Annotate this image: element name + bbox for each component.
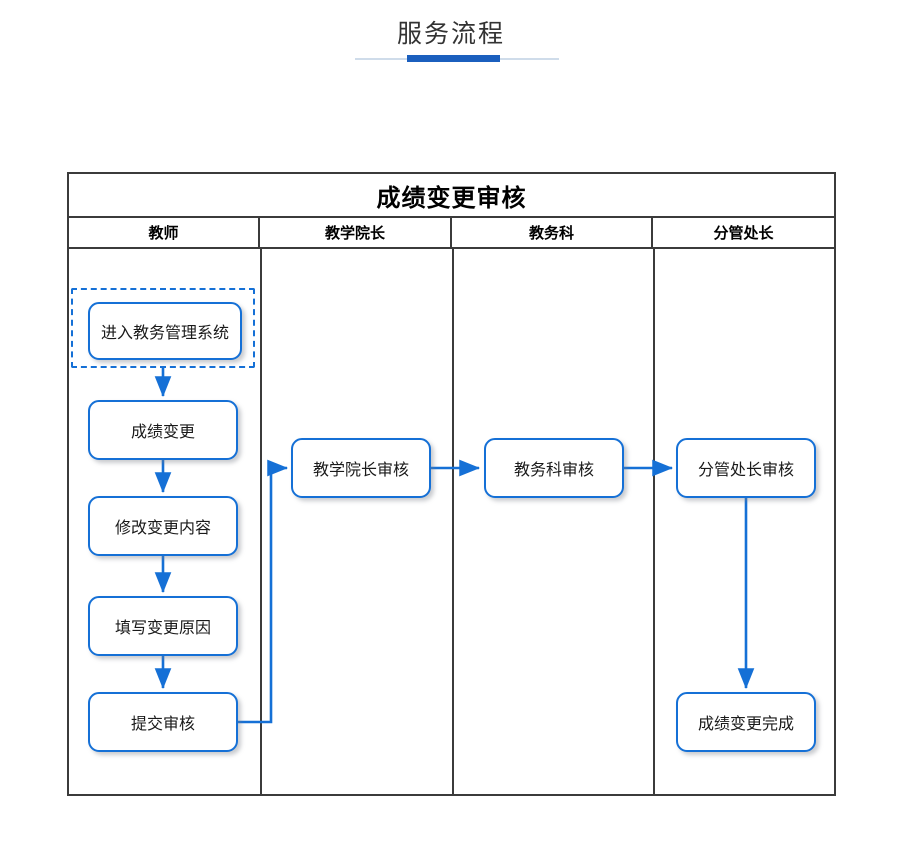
node-enter-system[interactable]: 进入教务管理系统 [88, 302, 242, 360]
title-rule-accent [407, 55, 500, 62]
node-change-complete-label: 成绩变更完成 [697, 716, 794, 733]
node-grade-change[interactable]: 成绩变更 [88, 400, 238, 460]
node-dean-review-label: 教学院长审核 [312, 462, 409, 479]
node-submit-review-label: 提交审核 [130, 716, 195, 733]
lane-header-teacher-label: 教师 [148, 225, 179, 242]
node-academic-review[interactable]: 教务科审核 [484, 438, 624, 498]
diagram-title-row: 成绩变更审核 [69, 174, 834, 218]
node-fill-reason[interactable]: 填写变更原因 [88, 596, 238, 656]
lane-header-director-label: 分管处长 [713, 225, 774, 242]
diagram-title: 成绩变更审核 [376, 184, 527, 212]
node-grade-change-label: 成绩变更 [130, 424, 195, 441]
node-edit-content[interactable]: 修改变更内容 [88, 496, 238, 556]
page-title: 服务流程 [396, 20, 505, 48]
page-header: 服务流程 [0, 0, 902, 80]
node-director-review-label: 分管处长审核 [697, 462, 794, 479]
lane-header-dean: 教学院长 [260, 218, 452, 247]
node-enter-system-label: 进入教务管理系统 [100, 325, 229, 342]
node-edit-content-label: 修改变更内容 [114, 520, 211, 537]
lane-header-row: 教师 教学院长 教务科 分管处长 [69, 218, 834, 249]
lane-header-teacher: 教师 [69, 218, 260, 247]
lane-header-director: 分管处长 [653, 218, 834, 247]
lane-header-dean-label: 教学院长 [324, 225, 385, 242]
node-fill-reason-label: 填写变更原因 [114, 620, 211, 637]
node-academic-review-label: 教务科审核 [513, 462, 594, 479]
lane-divider-3 [653, 249, 655, 794]
lane-divider-2 [452, 249, 454, 794]
lane-header-academic: 教务科 [452, 218, 653, 247]
node-director-review[interactable]: 分管处长审核 [676, 438, 816, 498]
start-node-ring [71, 288, 255, 368]
lane-divider-1 [260, 249, 262, 794]
node-dean-review[interactable]: 教学院长审核 [291, 438, 431, 498]
lane-header-academic-label: 教务科 [528, 225, 574, 242]
node-change-complete[interactable]: 成绩变更完成 [676, 692, 816, 752]
node-submit-review[interactable]: 提交审核 [88, 692, 238, 752]
